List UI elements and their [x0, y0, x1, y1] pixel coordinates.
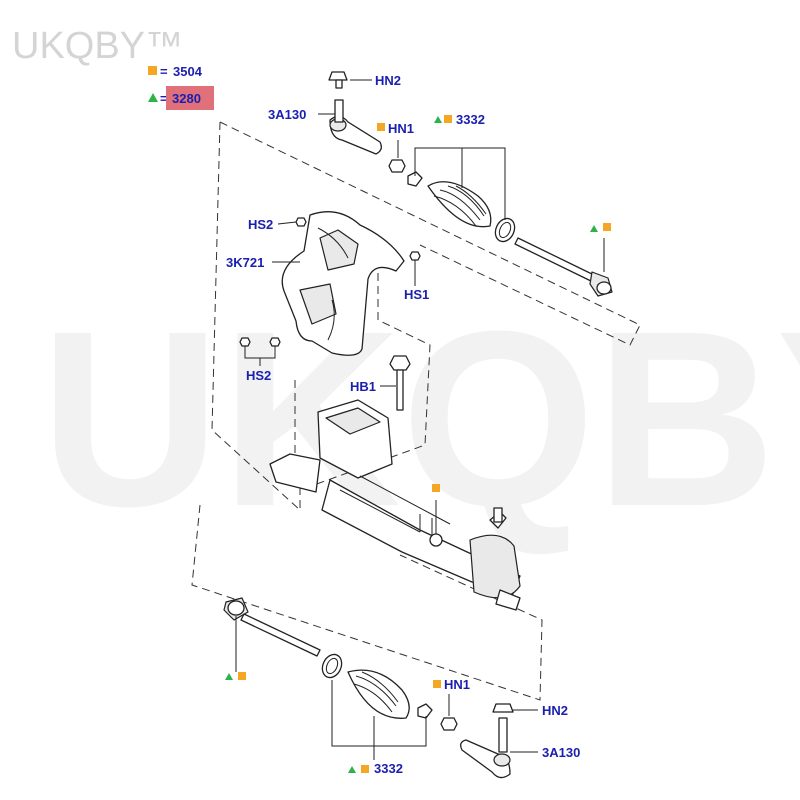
watermark-corner-text: UKQBY™	[12, 25, 183, 67]
boot-bottom	[347, 669, 410, 719]
watermark-center-text: UKQBY™	[40, 279, 800, 558]
label-3332-top: 3332	[456, 112, 485, 127]
square-marker-icon	[433, 680, 441, 688]
legend-triangle-code: 3280	[172, 91, 201, 106]
tie-rod-end-top	[328, 71, 382, 155]
triangle-marker-icon	[434, 116, 442, 123]
square-marker-icon	[432, 484, 440, 492]
label-hs2-upper: HS2	[248, 217, 273, 232]
inner-tie-rod-top	[514, 237, 613, 297]
label-3k721: 3K721	[226, 255, 264, 270]
square-marker-icon	[238, 672, 246, 680]
nut-hn1-top	[388, 159, 406, 173]
label-hb1: HB1	[350, 379, 376, 394]
legend-equals-2: =	[160, 91, 168, 106]
legend-square-code: 3504	[173, 64, 203, 79]
heat-shield	[281, 211, 405, 356]
triangle-marker-icon	[148, 93, 158, 102]
square-marker-icon	[444, 115, 452, 123]
label-hn1-top: HN1	[388, 121, 414, 136]
part-labels: HN2 3A130 HN1 3332 HS2 3K721 HS1 HS2 HB1…	[226, 73, 580, 776]
label-3a130-bottom: 3A130	[542, 745, 580, 760]
triangle-marker-icon	[590, 225, 598, 232]
ring-clamp-bottom	[321, 653, 343, 679]
legend-highlight	[166, 86, 214, 110]
label-hs2-lower: HS2	[246, 368, 271, 383]
markers	[225, 115, 611, 773]
steering-gear-rack	[269, 399, 521, 611]
label-hn2-top: HN2	[375, 73, 401, 88]
nut-hn1-bottom	[440, 717, 458, 731]
square-marker-icon	[377, 123, 385, 131]
leader-lines	[235, 79, 605, 760]
legend-equals: =	[160, 64, 168, 79]
triangle-marker-icon	[348, 766, 356, 773]
legend: = 3504 = 3280	[148, 64, 214, 110]
ring-clamp-top	[494, 217, 516, 243]
square-marker-icon	[361, 765, 369, 773]
label-hn1-bottom: HN1	[444, 677, 470, 692]
bolts	[239, 217, 421, 347]
square-marker-icon	[148, 66, 157, 75]
tie-rod-end-bottom	[460, 703, 514, 779]
boot-top	[427, 181, 492, 228]
inner-tie-rod-bottom	[223, 597, 321, 657]
label-3332-bottom: 3332	[374, 761, 403, 776]
bolt-hb1	[389, 355, 411, 411]
label-hs1: HS1	[404, 287, 429, 302]
label-3a130-top: 3A130	[268, 107, 306, 122]
assembly-outlines	[191, 121, 641, 701]
square-marker-icon	[603, 223, 611, 231]
triangle-marker-icon	[225, 673, 233, 680]
label-hn2-bottom: HN2	[542, 703, 568, 718]
clamp-bottom-small	[417, 703, 433, 719]
